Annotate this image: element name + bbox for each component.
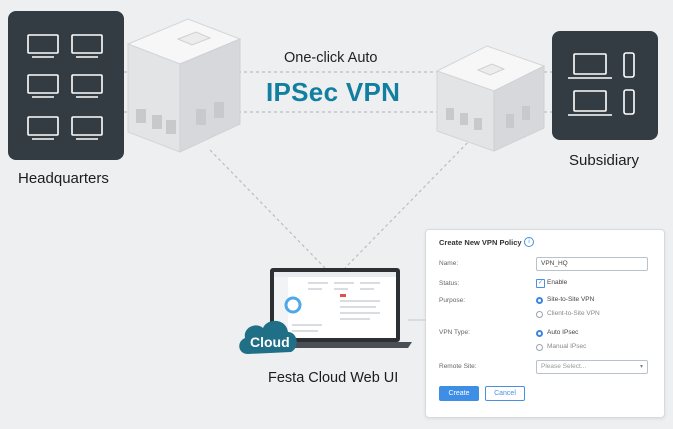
- info-icon[interactable]: i: [524, 237, 534, 247]
- purpose-site-to-site-label: Site-to-Site VPN: [547, 296, 595, 303]
- create-button[interactable]: Create: [439, 386, 479, 401]
- name-label: Name:: [439, 260, 459, 267]
- cloud-icon: [239, 320, 297, 354]
- sub-cloud-line: [344, 129, 481, 269]
- laptop-illustration: [262, 268, 412, 348]
- headquarters-card: [8, 11, 124, 160]
- remote-site-placeholder: Please Select...: [541, 363, 587, 370]
- monitor-icons: [27, 34, 103, 140]
- vpn-type-label: VPN Type:: [439, 329, 470, 336]
- status-enable-label: Enable: [547, 279, 568, 286]
- purpose-client-to-site-label: Client-to-Site VPN: [547, 310, 600, 317]
- cancel-button[interactable]: Cancel: [485, 386, 525, 401]
- monitor-icon: [71, 116, 103, 140]
- hq-cloud-line: [209, 149, 326, 269]
- subsidiary-card: [552, 31, 658, 140]
- title-line1: One-click Auto: [284, 50, 378, 66]
- status-enable-checkbox[interactable]: ✓: [536, 279, 545, 288]
- purpose-client-to-site-radio[interactable]: [536, 311, 543, 318]
- phone-icon: [623, 89, 635, 115]
- monitor-icon: [27, 34, 59, 58]
- status-label: Status:: [439, 280, 460, 287]
- purpose-label: Purpose:: [439, 297, 466, 304]
- monitor-icon: [27, 74, 59, 98]
- vpn-type-manual-label: Manual IPsec: [547, 343, 587, 350]
- remote-site-label: Remote Site:: [439, 363, 477, 370]
- remote-site-select[interactable]: Please Select... ▾: [536, 360, 648, 374]
- title-line2: IPSec VPN: [266, 77, 401, 107]
- vpn-type-auto-radio[interactable]: [536, 330, 543, 337]
- festa-cloud-label: Festa Cloud Web UI: [268, 370, 399, 386]
- subsidiary-building-icon: [435, 45, 546, 152]
- cloud-badge-text: Cloud: [250, 334, 290, 350]
- panel-title: Create New VPN Policy: [439, 238, 522, 247]
- vpn-type-manual-radio[interactable]: [536, 344, 543, 351]
- chevron-down-icon: ▾: [639, 364, 643, 370]
- monitor-icon: [71, 74, 103, 98]
- create-vpn-policy-panel: Create New VPN Policy i Name: VPN_HQ Sta…: [425, 229, 665, 418]
- headquarters-building-icon: [126, 18, 242, 153]
- panel-connector: [408, 319, 426, 321]
- subsidiary-label: Subsidiary: [569, 152, 640, 169]
- device-icons: [568, 52, 635, 116]
- laptop-icon: [568, 53, 612, 79]
- name-input[interactable]: VPN_HQ: [536, 257, 648, 271]
- purpose-site-to-site-radio[interactable]: [536, 297, 543, 304]
- vpn-type-auto-label: Auto IPsec: [547, 329, 579, 336]
- headquarters-label: Headquarters: [18, 170, 109, 187]
- monitor-icon: [71, 34, 103, 58]
- phone-icon: [623, 52, 635, 78]
- laptop-icon: [568, 90, 612, 116]
- monitor-icon: [27, 116, 59, 140]
